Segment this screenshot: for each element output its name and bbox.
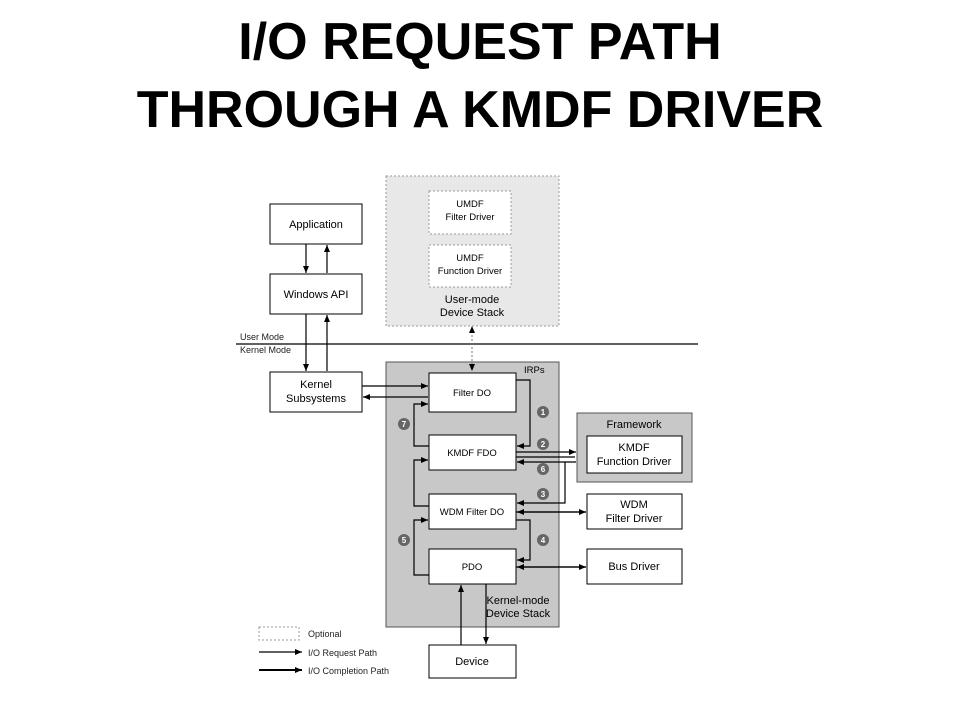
kernel-mode-label: Kernel Mode	[240, 345, 291, 355]
step-badge-4	[537, 534, 549, 546]
step-badge-3	[537, 488, 549, 500]
step-badge-5	[398, 534, 410, 546]
wdm-filter-driver-label-2: Filter Driver	[606, 513, 663, 525]
kmdf-function-label-1: KMDF	[618, 442, 649, 454]
umdf-function-label-2: Function Driver	[438, 266, 502, 277]
framework-label: Framework	[606, 419, 662, 431]
kernel-subsystems-label-2: Subsystems	[286, 393, 346, 405]
windows-api-label: Windows API	[284, 289, 349, 301]
kmdf-fdo-box	[428, 434, 517, 471]
umdf-function-label-1: UMDF	[456, 253, 484, 264]
user-stack-label-1: User-mode	[445, 294, 499, 306]
legend-completion-label: I/O Completion Path	[308, 666, 389, 676]
legend-optional-label: Optional	[308, 629, 342, 639]
umdf-filter-label-1: UMDF	[456, 199, 484, 210]
step-badge-6	[537, 463, 549, 475]
bus-driver-label: Bus Driver	[608, 561, 660, 573]
legend-optional-swatch	[258, 626, 300, 641]
filter-do-box	[428, 372, 517, 413]
filter-do-label: Filter DO	[453, 388, 491, 399]
step-4-label: 4	[541, 536, 546, 545]
step-1-label: 1	[541, 408, 546, 417]
kmdf-function-label-2: Function Driver	[597, 456, 672, 468]
step-6-label: 6	[541, 465, 546, 474]
umdf-filter-label-2: Filter Driver	[445, 212, 494, 223]
application-label: Application	[289, 219, 343, 231]
step-7-label: 7	[402, 420, 407, 429]
device-box	[428, 644, 517, 679]
step-badge-2	[537, 438, 549, 450]
user-stack-label-2: Device Stack	[440, 307, 505, 319]
irps-label: IRPs	[524, 365, 545, 376]
title-line-2: THROUGH A KMDF DRIVER	[136, 81, 824, 139]
step-3-label: 3	[541, 490, 546, 499]
title-line-1: I/O REQUEST PATH	[238, 13, 722, 71]
step-badge-1	[537, 406, 549, 418]
step-badge-7	[398, 418, 410, 430]
wdm-filter-driver-label-1: WDM	[620, 499, 648, 511]
wdm-filter-do-box	[428, 493, 517, 530]
device-label: Device	[455, 656, 489, 668]
kernel-stack-label-2: Device Stack	[486, 608, 551, 620]
step-2-label: 2	[541, 440, 546, 449]
bus-driver-box	[586, 548, 683, 585]
kernel-stack-label-1: Kernel-mode	[487, 595, 550, 607]
pdo-box	[428, 548, 517, 585]
kernel-subsystems-box	[269, 371, 363, 413]
user-mode-label: User Mode	[240, 332, 284, 342]
kmdf-function-driver-box	[586, 435, 683, 474]
application-box	[269, 203, 363, 245]
wdm-filter-driver-box	[586, 493, 683, 530]
kmdf-fdo-label: KMDF FDO	[447, 448, 497, 459]
kernel-subsystems-label-1: Kernel	[300, 379, 332, 391]
umdf-function-driver-box	[428, 244, 512, 288]
legend-request-label: I/O Request Path	[308, 648, 377, 658]
windows-api-box	[269, 273, 363, 315]
umdf-filter-driver-box	[428, 190, 512, 235]
step-5-label: 5	[402, 536, 407, 545]
pdo-label: PDO	[462, 562, 483, 573]
wdm-filter-do-label: WDM Filter DO	[440, 507, 504, 518]
